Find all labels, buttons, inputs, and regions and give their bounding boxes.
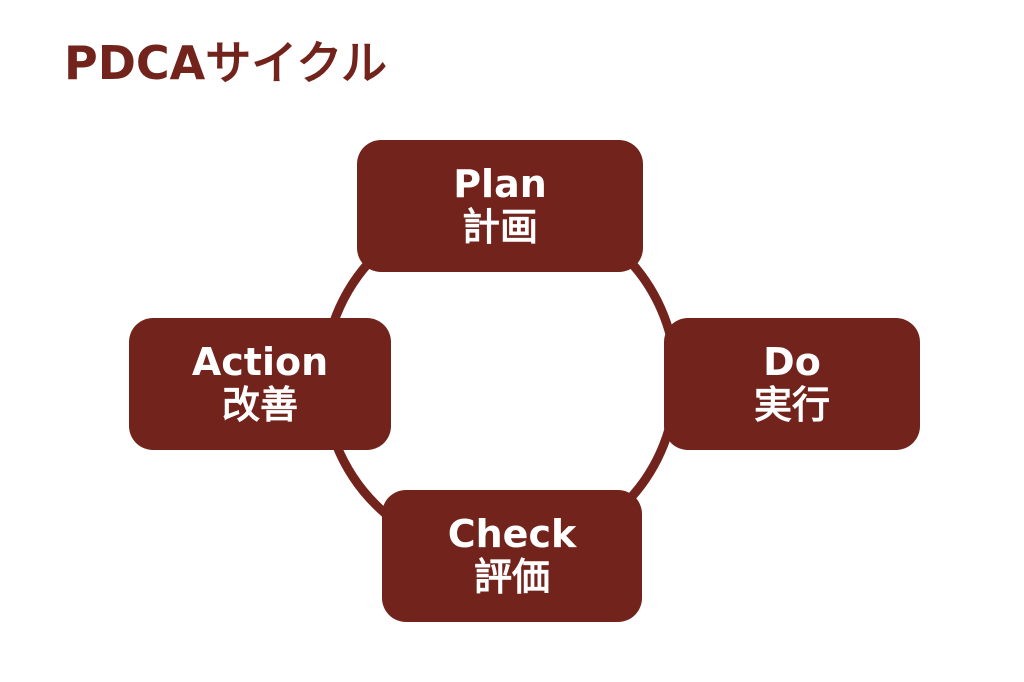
cycle-node-action-label-en: Action xyxy=(191,340,329,385)
page-title: PDCAサイクル xyxy=(64,36,387,90)
cycle-node-plan[interactable]: Plan 計画 xyxy=(357,140,643,272)
cycle-node-check-label-ja: 評価 xyxy=(473,555,550,599)
cycle-node-do[interactable]: Do 実行 xyxy=(664,318,920,450)
cycle-node-plan-label-ja: 計画 xyxy=(461,205,538,249)
cycle-node-plan-label-en: Plan xyxy=(453,162,547,207)
cycle-node-do-label-en: Do xyxy=(763,340,821,385)
cycle-node-do-label-ja: 実行 xyxy=(753,383,830,427)
cycle-node-action[interactable]: Action 改善 xyxy=(129,318,391,450)
cycle-node-check-label-en: Check xyxy=(447,512,577,557)
cycle-node-action-label-ja: 改善 xyxy=(221,383,298,427)
cycle-node-check[interactable]: Check 評価 xyxy=(382,490,642,622)
